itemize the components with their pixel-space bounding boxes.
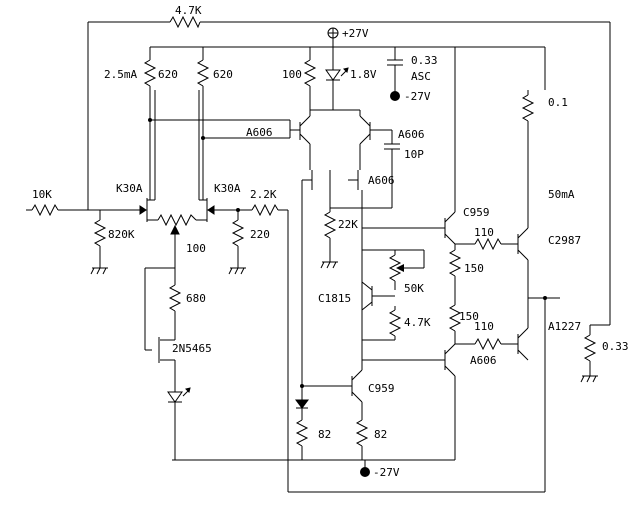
source-trim-pot — [155, 213, 199, 268]
r-base-bottom-label: 110 — [474, 320, 494, 333]
node-dot — [300, 384, 304, 388]
drain-resistor-right — [196, 47, 290, 200]
drain-resistor-left — [143, 47, 290, 200]
q-out-top-label: C2987 — [548, 234, 581, 247]
base-resistors — [474, 237, 518, 351]
input-resistor-10k — [26, 203, 140, 217]
r-82-right-label: 82 — [374, 428, 387, 441]
feedback-input-network — [215, 203, 546, 493]
vas-pair — [301, 170, 392, 400]
node-dot — [148, 118, 152, 122]
q-a606-driver-label: A606 — [470, 354, 497, 367]
r-vas-label: 22K — [338, 218, 358, 231]
r-bias-label: 4.7K — [404, 316, 431, 329]
jfet-left — [139, 90, 156, 222]
bypass-capacitor — [387, 47, 403, 96]
r-led-label: 100 — [282, 68, 302, 81]
v-led-label: 1.8V — [350, 68, 377, 81]
r-fb-in-label: 2.2K — [250, 188, 277, 201]
r-drain-right-label: 620 — [213, 68, 233, 81]
supply-pos-label: +27V — [342, 27, 369, 40]
r-feedback-label: 4.7K — [175, 4, 202, 17]
negative-supply-terminal — [360, 467, 370, 477]
c-bypass-label: 0.33 — [411, 54, 438, 67]
r-emitter-label: 0.1 — [548, 96, 568, 109]
r-source-label: 680 — [186, 292, 206, 305]
q-ccs-label: 2N5465 — [172, 342, 212, 355]
supply-neg-bypass-label: -27V — [404, 90, 431, 103]
r-bias-150-top-label: 150 — [464, 262, 484, 275]
c-bypass-note: ASC — [411, 70, 431, 83]
input-bias-resistor — [90, 210, 108, 275]
jfet-left-label: K30A — [116, 182, 143, 195]
driver-stage — [444, 47, 475, 460]
vas-load-resistor — [320, 208, 338, 269]
i-idle-label: 50mA — [548, 188, 575, 201]
a606-pair — [289, 110, 380, 170]
jfet-right-label: K30A — [214, 182, 241, 195]
led-reference — [303, 47, 360, 111]
r-fb-shunt-label: 220 — [250, 228, 270, 241]
r-zobel-label: 0.33 — [602, 340, 629, 353]
bias-spreader — [361, 227, 445, 361]
q-a606-right-label: A606 — [398, 128, 425, 141]
positive-supply-terminal — [327, 27, 339, 39]
c-comp-label: 10P — [404, 148, 424, 161]
q-c959-bottom-label: C959 — [368, 382, 395, 395]
r-82-left-label: 82 — [318, 428, 331, 441]
pot-wiper — [396, 264, 404, 272]
r-in-label: 10K — [32, 188, 52, 201]
q-out-bottom-label: A1227 — [548, 320, 581, 333]
r-bias-pot-label: 50K — [404, 282, 424, 295]
current-source — [144, 267, 191, 460]
lower-current-source — [295, 360, 369, 460]
r-trim-label: 100 — [186, 242, 206, 255]
r-in-bias-label: 820K — [108, 228, 135, 241]
output-shunt — [580, 325, 598, 383]
node-dot — [201, 136, 205, 140]
r-base-top-label: 110 — [474, 226, 494, 239]
r-bias-150-bottom-label: 150 — [459, 310, 479, 323]
jfet-right — [198, 90, 215, 222]
output-stage — [517, 90, 560, 361]
front-current-label: 2.5mA — [104, 68, 137, 81]
node-dot — [236, 208, 240, 212]
output-node — [543, 296, 547, 300]
q-a606-left-label: A606 — [246, 126, 273, 139]
r-drain-left-label: 620 — [158, 68, 178, 81]
compensation-capacitor — [380, 129, 400, 208]
negative-rail — [172, 459, 455, 470]
q-c959-top-label: C959 — [463, 206, 490, 219]
feedback-wire — [87, 15, 611, 326]
q-c1815-label: C1815 — [318, 292, 351, 305]
q-a606-vas-label: A606 — [368, 174, 395, 187]
supply-neg-label: -27V — [373, 466, 400, 479]
bypass-terminal — [390, 91, 400, 101]
